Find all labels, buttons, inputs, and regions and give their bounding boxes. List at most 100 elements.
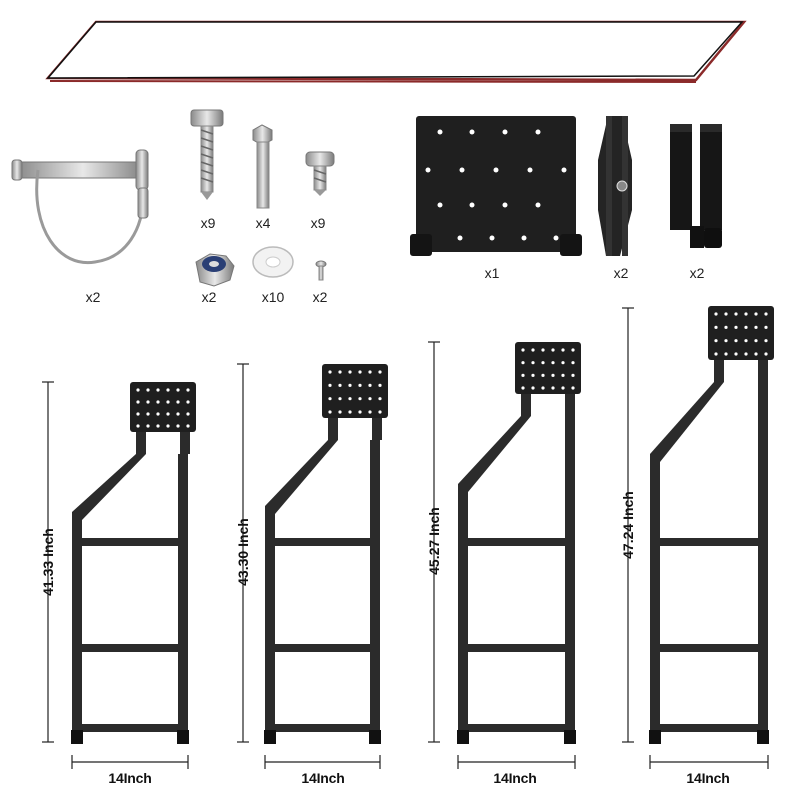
ladder-4-rung-2 <box>650 644 768 652</box>
ladder-2-plate-hole <box>368 383 372 387</box>
ladder-1-width-label: 14Inch <box>108 770 152 786</box>
small-screw-icon <box>315 260 327 281</box>
ladder-1-plate-hole <box>156 388 160 392</box>
ladder-1-plate-hole <box>186 412 190 416</box>
ladder-3-rung-2 <box>458 644 575 652</box>
ladder-1-plate-hole <box>186 388 190 392</box>
ladder-2-plate-hole <box>358 397 362 401</box>
ladder-3-plate-hole <box>521 361 525 365</box>
ladder-3-plate-hole <box>571 348 575 352</box>
ladder-1-plate-hole <box>136 388 140 392</box>
ladder-3-width-label: 14Inch <box>493 770 537 786</box>
ladder-1-right-rail <box>178 454 188 742</box>
ladder-4-plate-hole <box>724 352 728 356</box>
ladder-2-plate-hole <box>328 397 332 401</box>
ladder-1-rung-2 <box>72 644 188 652</box>
hex-screw-qty: x9 <box>200 215 216 231</box>
ladder-1-plate-hole <box>136 424 140 428</box>
ladder-4-width-label: 14Inch <box>686 770 730 786</box>
ladder-2-rung-2 <box>265 644 380 652</box>
ladder-4-plate-hole <box>754 325 758 329</box>
mounting-plate-qty: x1 <box>484 265 500 281</box>
ladder-3-angled-rail <box>458 416 531 492</box>
hex-screw-icon <box>190 109 224 200</box>
ladder-3-plate-hole <box>571 373 575 377</box>
ladder-2-upper-rail-right <box>372 418 382 440</box>
ladder-4-plate-hole <box>744 312 748 316</box>
ladder-1-plate-hole <box>166 400 170 404</box>
ladder-2-plate-hole <box>328 370 332 374</box>
ladder-3-top-plate <box>515 342 581 394</box>
hinge-bracket-icon <box>598 116 632 256</box>
ladder-4-plate-hole <box>714 325 718 329</box>
bolt-qty: x4 <box>255 215 271 231</box>
ladder-1-plate-hole <box>146 388 150 392</box>
ladder-1-plate-hole <box>186 400 190 404</box>
ladder-2-plate-hole <box>338 383 342 387</box>
ladder-4-plate-hole <box>714 339 718 343</box>
ladder-4-plate-hole <box>734 325 738 329</box>
ladder-1-plate-hole <box>176 400 180 404</box>
ladder-2-plate-hole <box>378 397 382 401</box>
ladder-1-plate-hole <box>176 412 180 416</box>
ladder-4-plate-hole <box>754 339 758 343</box>
ladder-2-plate-hole <box>338 410 342 414</box>
ladder-3-plate-hole <box>551 348 555 352</box>
strap-icon <box>670 124 722 248</box>
ladder-2-plate-hole <box>348 383 352 387</box>
ladder-1-plate-hole <box>166 388 170 392</box>
ladder-2-plate-hole <box>328 410 332 414</box>
ladder-1-height-label: 41.33 Inch <box>40 528 56 596</box>
ladder-2-plate-hole <box>348 410 352 414</box>
ladder-2-plate-hole <box>358 410 362 414</box>
ladder-1-left-rail <box>72 512 82 742</box>
ladder-4-plate-hole <box>744 352 748 356</box>
ladder-3-plate-hole <box>571 361 575 365</box>
ladder-2-foot-left <box>264 730 276 744</box>
ladder-3-plate-hole <box>561 386 565 390</box>
ladder-2-plate-hole <box>368 410 372 414</box>
ladder-3-plate-hole <box>531 348 535 352</box>
ladder-1-top-plate <box>130 382 196 432</box>
lock-nut-icon <box>195 253 235 287</box>
ladder-4-plate-hole <box>724 312 728 316</box>
ladder-4-foot-left <box>649 730 661 744</box>
ladder-2-plate-hole <box>358 370 362 374</box>
ladder-4-rung-3 <box>650 724 768 732</box>
short-screw-qty: x9 <box>310 215 326 231</box>
ladder-3-left-rail <box>458 484 468 742</box>
ladder-3-plate-hole <box>521 348 525 352</box>
ladder-1-plate-hole <box>156 424 160 428</box>
ladder-1-foot-left <box>71 730 83 744</box>
mounting-plate-icon <box>410 116 582 256</box>
ladder-2-plate-hole <box>338 370 342 374</box>
ladder-1-plate-hole <box>146 400 150 404</box>
lock-pin-qty: x2 <box>85 289 101 305</box>
ladder-4-plate-hole <box>764 339 768 343</box>
ladder-1-plate-hole <box>136 400 140 404</box>
ladder-4-plate-hole <box>714 312 718 316</box>
ladder-3-upper-rail-right <box>565 394 575 416</box>
mounting-board <box>45 20 747 83</box>
short-screw-icon <box>305 151 335 196</box>
ladder-3-upper-rail-left <box>521 394 531 416</box>
small-screw-qty: x2 <box>312 289 328 305</box>
ladder-4-plate-hole <box>734 312 738 316</box>
ladder-2-rung-3 <box>265 724 380 732</box>
ladder-4-plate-hole <box>724 339 728 343</box>
ladder-4-angled-rail <box>650 382 724 462</box>
ladder-3-plate-hole <box>531 361 535 365</box>
ladder-3-plate-hole <box>551 373 555 377</box>
ladder-2-foot-right <box>369 730 381 744</box>
ladder-4-top-plate <box>708 306 774 360</box>
ladder-3-right-rail <box>565 416 575 742</box>
ladder-1-plate-hole <box>186 424 190 428</box>
ladder-3-plate-hole <box>561 373 565 377</box>
lock-pin-icon <box>11 149 149 265</box>
ladder-4-plate-hole <box>754 352 758 356</box>
ladder-3-rung-3 <box>458 724 575 732</box>
hinge-bracket-qty: x2 <box>613 265 629 281</box>
ladder-1-upper-rail-left <box>136 432 146 454</box>
